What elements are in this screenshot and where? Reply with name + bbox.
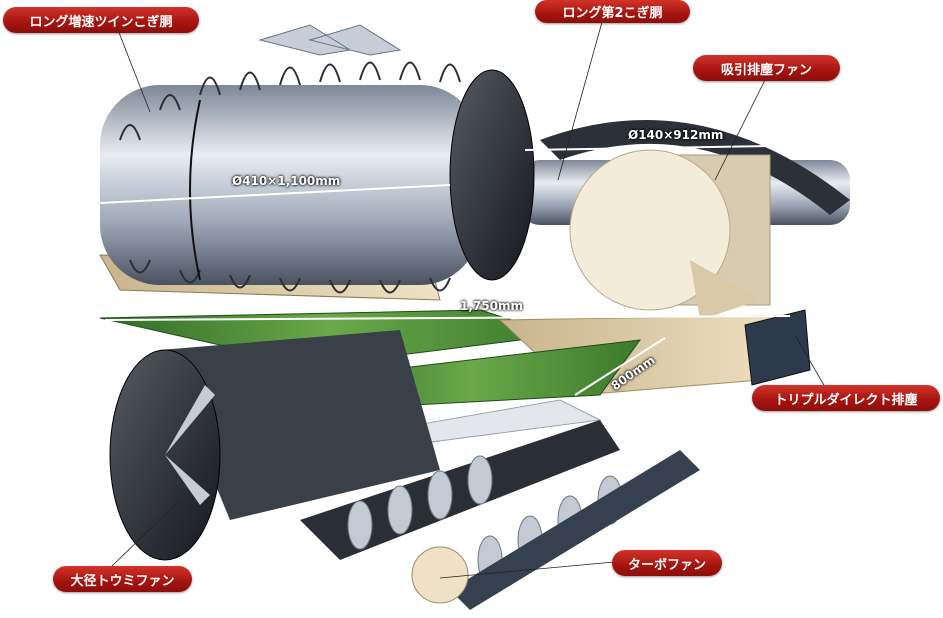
upper-sieve — [99, 309, 561, 361]
augers — [300, 420, 700, 610]
callout-long-second-drum: ロング第2こぎ胴 — [535, 0, 690, 23]
callout-large-winnower-fan: 大径トウミファン — [53, 566, 192, 592]
callout-long-twin-drum: ロング増速ツインこぎ胴 — [3, 7, 199, 33]
turbo-fan — [411, 546, 469, 604]
dimension-length: 1,750mm — [460, 299, 523, 313]
callout-suction-fan: 吸引排塵ファン — [693, 55, 840, 81]
suction-fan — [569, 149, 771, 320]
triple-direct-plate — [744, 309, 811, 386]
winnower-fan-housing — [109, 330, 440, 561]
dimension-second-drum: Ø140×912mm — [628, 128, 724, 142]
callout-turbo-fan: ターボファン — [612, 550, 722, 576]
callout-triple-direct: トリプルダイレクト排塵 — [752, 385, 940, 411]
main-threshing-drum — [100, 24, 480, 294]
dimension-arrows — [99, 144, 836, 396]
leader-lines — [111, 21, 826, 579]
drum-end-plate — [449, 69, 535, 281]
dimension-main-drum: Ø410×1,100mm — [232, 174, 341, 188]
